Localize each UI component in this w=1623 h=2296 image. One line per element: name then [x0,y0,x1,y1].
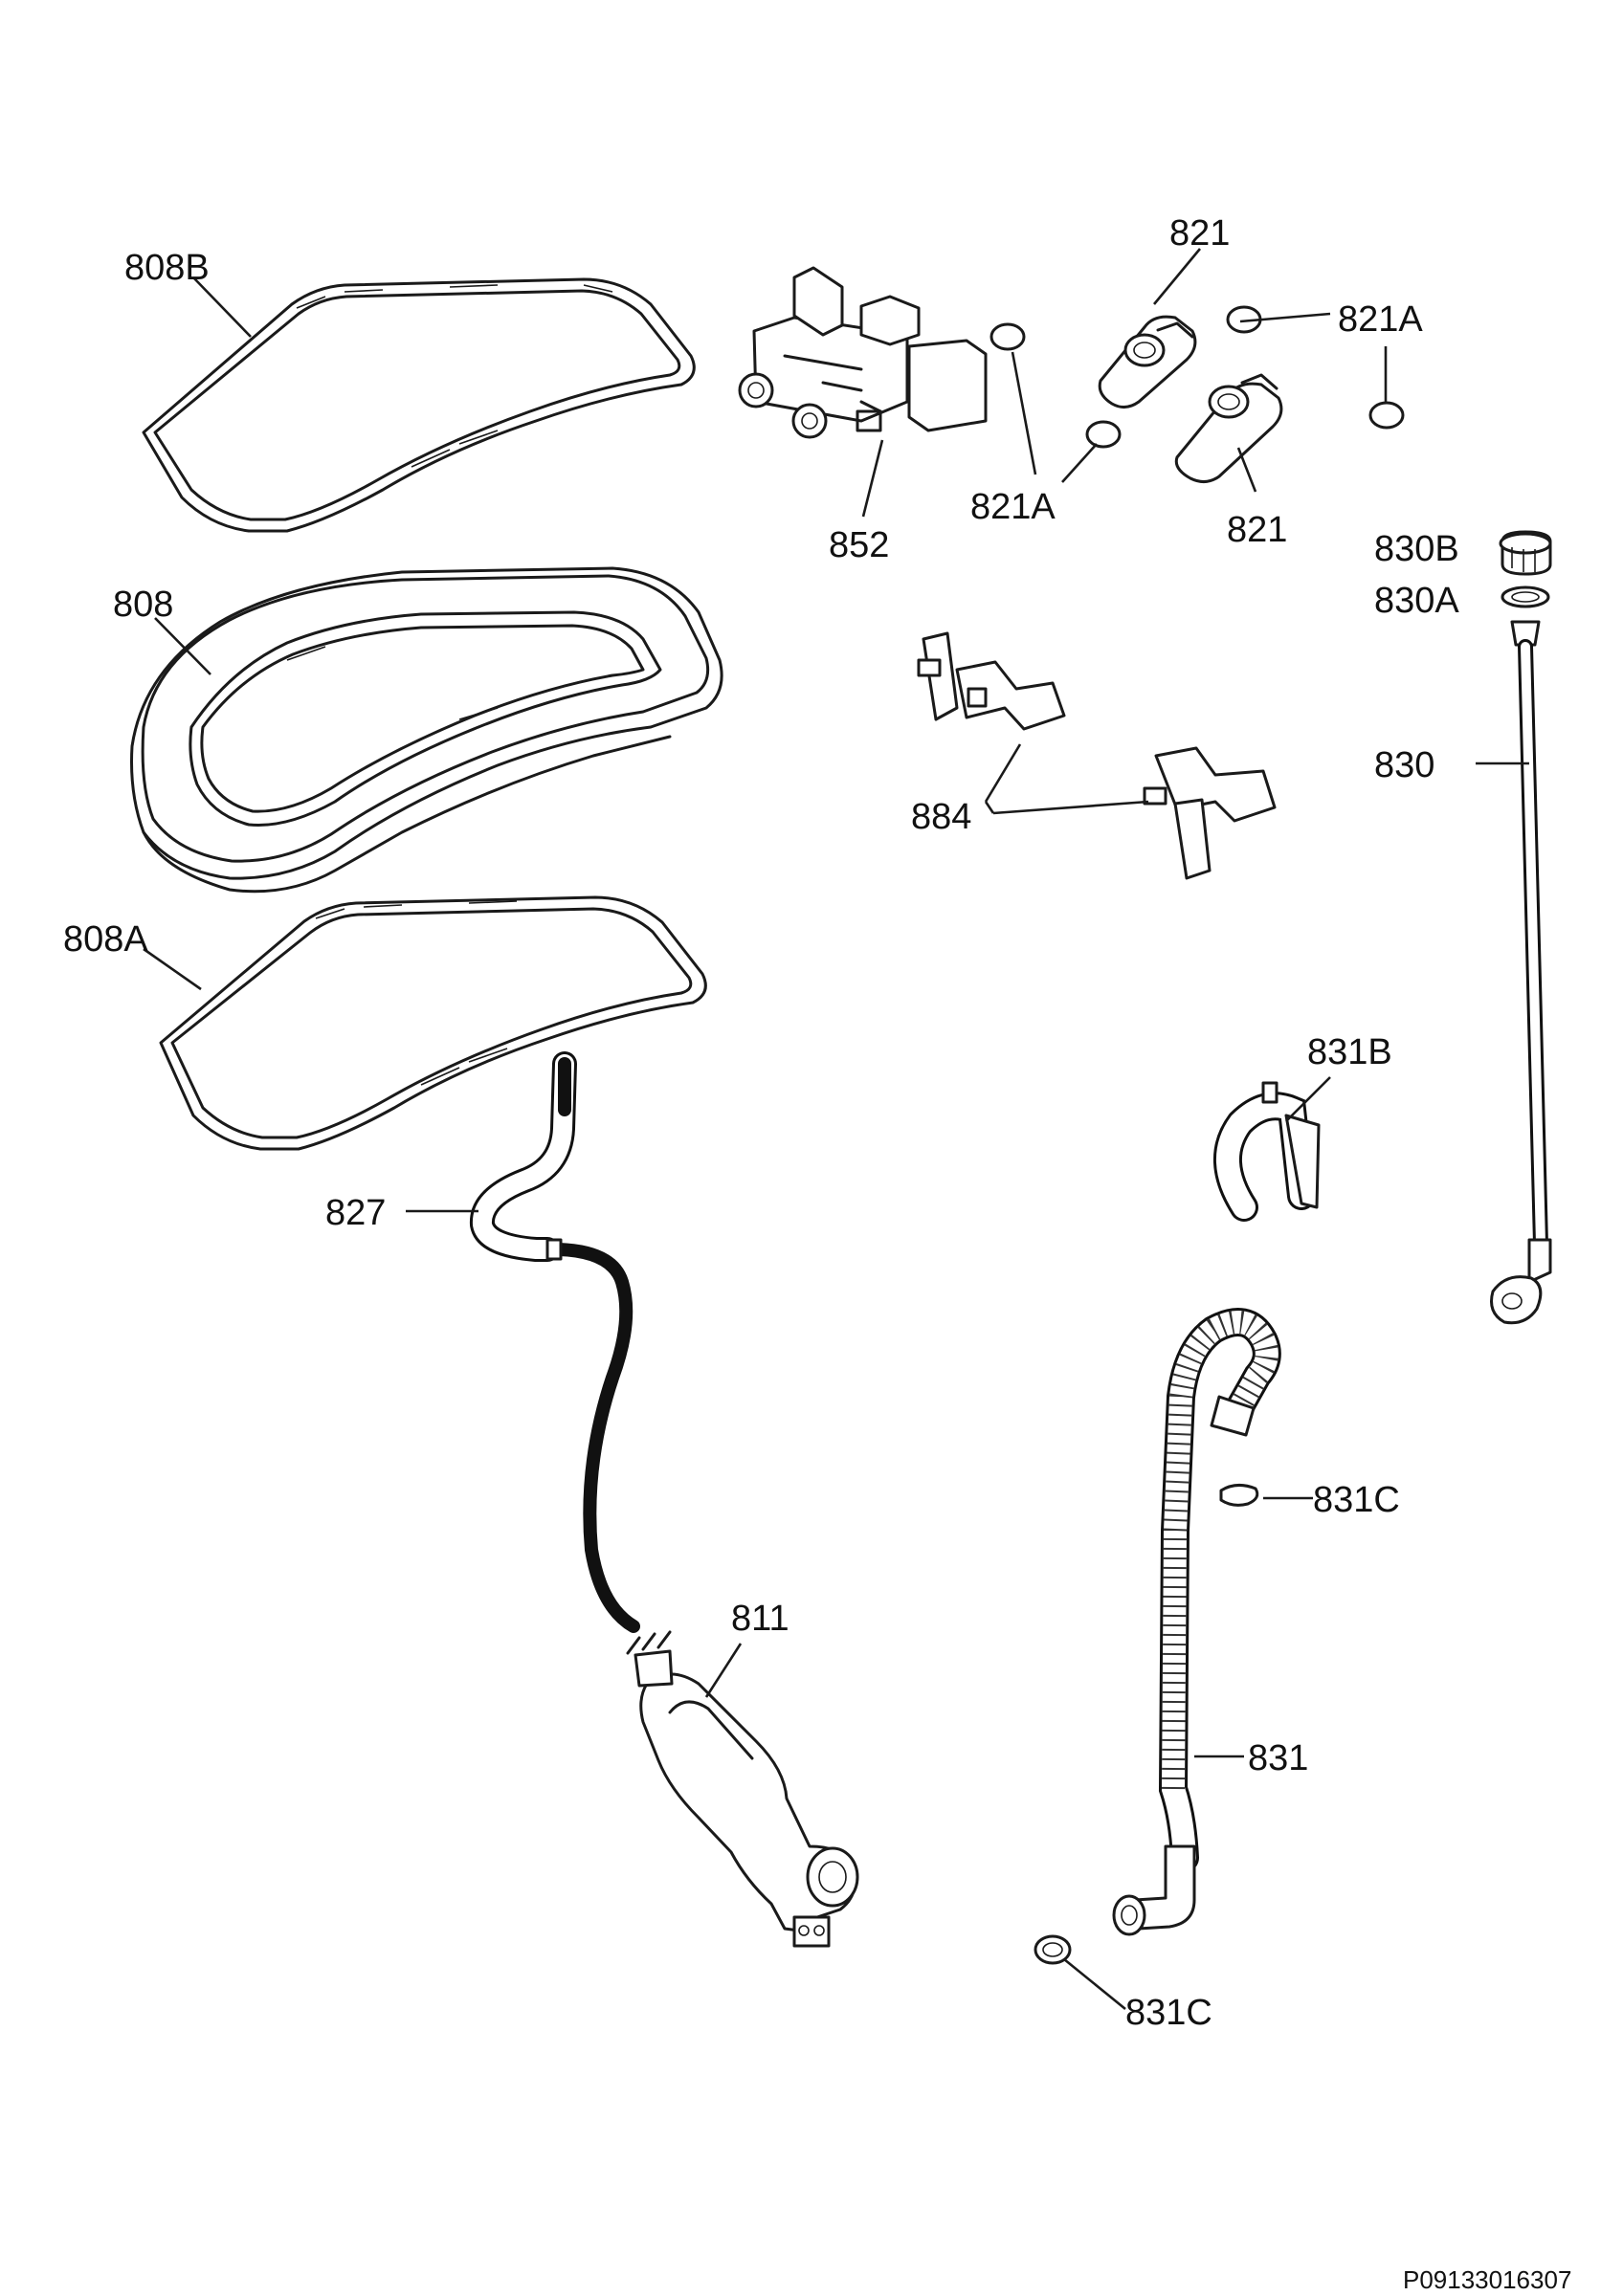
hose-holder-831b [1212,1081,1321,1222]
hose-connector-821-lower [1174,373,1283,483]
hose-827 [470,1051,640,1633]
label-821a-left: 821A [970,487,1056,527]
label-811: 811 [731,1599,789,1639]
hose-connector-821-upper [1098,315,1197,408]
label-831c-upper: 831C [1313,1480,1400,1520]
label-808b: 808B [124,248,210,288]
label-884: 884 [911,797,971,837]
gasket-808b [142,277,696,533]
clip-884-lower [1143,746,1277,880]
label-852: 852 [829,525,889,565]
label-831b: 831B [1307,1032,1392,1072]
label-830: 830 [1374,745,1434,785]
label-821a-right: 821A [1338,299,1423,340]
label-831c-lower: 831C [1125,1993,1212,2033]
leader-lines [143,248,1529,2011]
ring-821a-d [1368,401,1405,430]
label-830a: 830A [1374,581,1459,621]
door-frame-808 [130,566,723,894]
clamp-831c-upper [1219,1484,1259,1507]
seal-830a [1501,585,1550,608]
label-821-top: 821 [1169,213,1230,254]
drain-hose-831 [1112,1308,1281,1936]
label-821-bottom: 821 [1227,510,1287,550]
ring-821a-b [1085,420,1122,449]
drawing-reference: P09133016307 [1403,2265,1571,2294]
chamber-811 [626,1630,859,1948]
clip-884-upper [917,631,1066,731]
label-808a: 808A [63,919,148,960]
callout-labels: 808B 852 821 821A 821A 821 808 830B 830A… [63,213,1571,2294]
tube-830 [1490,620,1552,1325]
clamp-831c-lower [1034,1934,1072,1965]
label-808: 808 [113,585,173,625]
valve-block-852 [738,266,988,439]
label-831: 831 [1248,1738,1308,1778]
gasket-808a [159,895,707,1151]
ring-821a-a [989,322,1026,351]
label-830b: 830B [1374,529,1459,569]
fitting-830b [1499,530,1552,576]
label-827: 827 [325,1193,386,1233]
